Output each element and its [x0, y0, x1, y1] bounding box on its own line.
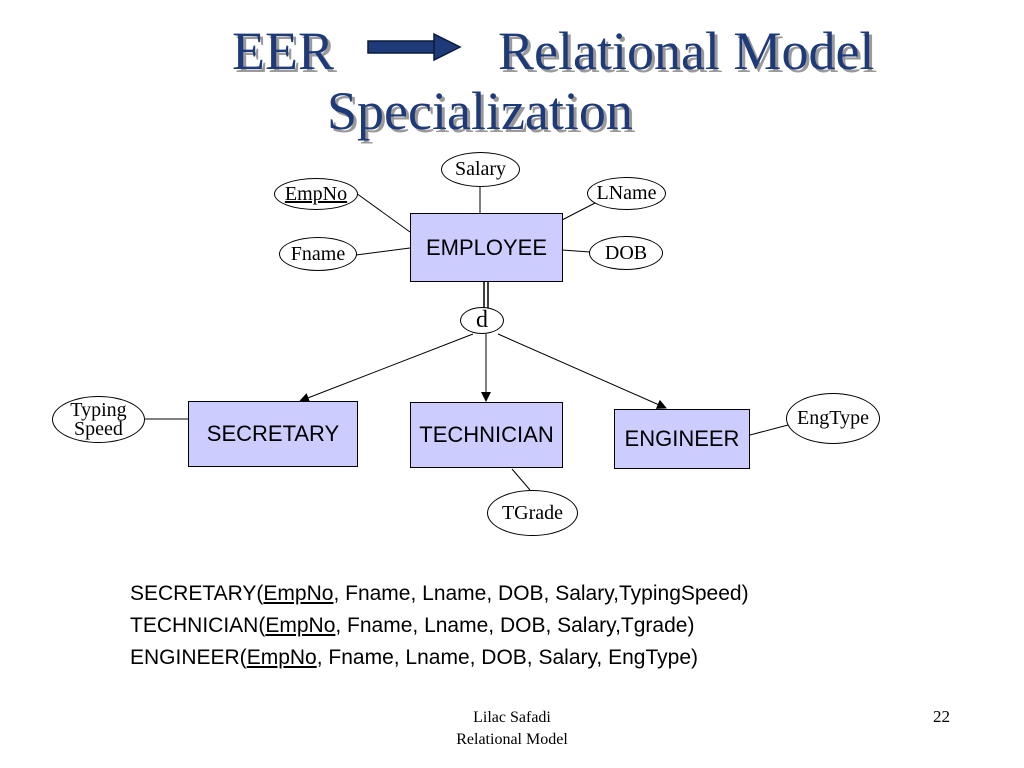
relation-attributes: , Fname, Lname, DOB, Salary,TypingSpeed)	[333, 582, 749, 605]
relation-engineer: ENGINEER(EmpNo, Fname, Lname, DOB, Salar…	[130, 642, 749, 674]
link-empno	[355, 192, 411, 233]
attr-tgrade: TGrade	[487, 490, 578, 536]
relation-key: EmpNo	[263, 582, 334, 605]
attr-engtype: EngType	[786, 393, 880, 444]
disjoint-symbol: d	[476, 307, 488, 334]
relation-key: EmpNo	[265, 614, 336, 637]
link-dob	[561, 249, 591, 253]
right-arrow-icon	[367, 32, 462, 62]
relation-name: ENGINEER(	[130, 646, 247, 669]
attr-salary-label: Salary	[454, 158, 507, 180]
link-engtype	[749, 424, 789, 436]
page-number: 22	[933, 707, 950, 726]
attr-empno: EmpNo	[274, 178, 358, 210]
relation-attributes: , Fname, Lname, DOB, Salary,Tgrade)	[335, 614, 695, 637]
attr-lname: LName	[587, 177, 666, 210]
attr-salary: Salary	[441, 152, 520, 187]
entity-engineer: ENGINEER	[614, 409, 750, 469]
relation-name: TECHNICIAN(	[130, 614, 266, 637]
attr-tgrade-label: TGrade	[501, 501, 564, 524]
footer-course: Relational Model	[456, 731, 568, 748]
attr-empno-label: EmpNo	[284, 182, 348, 205]
attr-dob: DOB	[589, 236, 663, 270]
attr-typing-speed: Typing Speed	[52, 396, 145, 443]
link-lname	[561, 202, 596, 221]
title-right: Relational Model	[498, 21, 875, 81]
attr-fname-label: Fname	[290, 242, 346, 265]
relation-key: EmpNo	[246, 646, 317, 669]
page-subtitle: Specialization	[327, 81, 633, 141]
attr-fname: Fname	[279, 237, 357, 271]
link-tgrade	[511, 468, 531, 491]
footer-author: Lilac Safadi	[473, 709, 551, 726]
entity-technician: TECHNICIAN	[410, 402, 563, 468]
attr-typing-speed-line2: Speed	[74, 417, 123, 440]
relation-attributes: , Fname, Lname, DOB, Salary, EngType)	[316, 646, 698, 669]
entity-employee: EMPLOYEE	[410, 213, 563, 282]
attr-engtype-label: EngType	[797, 407, 869, 429]
relation-name: SECRETARY(	[130, 582, 264, 605]
attr-lname-label: LName	[596, 182, 657, 204]
disjoint-circle: d	[460, 307, 504, 334]
title-left: EER	[232, 21, 334, 81]
link-fname	[355, 247, 411, 256]
footer: Lilac Safadi Relational Model	[392, 707, 632, 751]
link-to-secretary	[299, 333, 474, 403]
relation-list: SECRETARY(EmpNo, Fname, Lname, DOB, Sala…	[130, 578, 749, 674]
relation-technician: TECHNICIAN(EmpNo, Fname, Lname, DOB, Sal…	[130, 610, 749, 642]
entity-secretary: SECRETARY	[188, 401, 358, 467]
attr-typing-speed-line1: Typing	[70, 398, 127, 421]
relation-secretary: SECRETARY(EmpNo, Fname, Lname, DOB, Sala…	[130, 578, 749, 610]
attr-dob-label: DOB	[604, 241, 648, 264]
link-to-engineer	[497, 333, 667, 409]
